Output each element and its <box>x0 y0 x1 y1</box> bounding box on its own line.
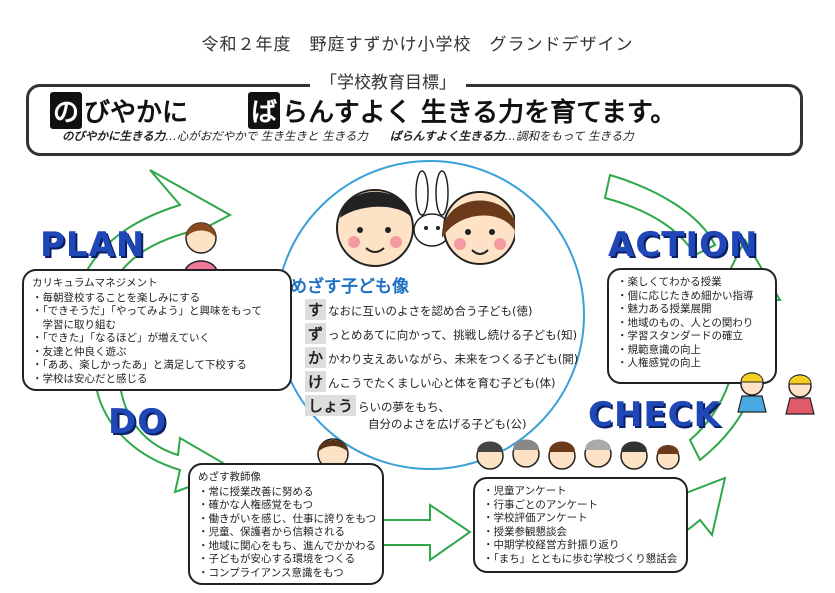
action-item: ・人権感覚の向上 <box>617 357 701 369</box>
child-goal-3-text: かわり支えあいながら、未来をつくる子ども(開) <box>328 352 579 366</box>
child-goal-5: しょうらいの夢をもち、 <box>305 395 450 416</box>
child-goal-4: けんこうでたくましい心と体を育む子ども(体) <box>305 371 556 392</box>
goal-mark-ba: ば <box>248 92 281 129</box>
plan-item: ・「ああ、楽しかったあ」と満足して下校する <box>32 359 247 371</box>
do-item: ・児童、保護者から信頼される <box>198 526 345 538</box>
arrow-top-right <box>603 173 717 257</box>
plan-item: ・「できそうだ」「やってみよう」と興味をもって <box>32 305 262 317</box>
do-item: ・常に授業改善に努める <box>198 485 314 498</box>
stage-do: DO <box>108 402 168 442</box>
arrow-bottom <box>379 503 472 562</box>
center-circle <box>275 160 585 470</box>
goal-text-2: らんすよく 生きる力を育てます。 <box>282 98 677 128</box>
do-item: ・確かな人権感覚をもつ <box>198 499 314 511</box>
check-item: ・行事ごとのアンケート <box>483 498 598 511</box>
do-item: ・働きがいを感じ、仕事に誇りをもつ <box>198 512 377 525</box>
action-item: ・楽しくてわかる授業 <box>617 276 722 288</box>
action-panel: ・楽しくてわかる授業 ・個に応じたきめ細かい指導 ・魅力ある授業展開 ・地域のも… <box>607 268 777 384</box>
do-heading: めざす教師像 <box>198 471 261 483</box>
community-people-illustration <box>476 439 680 470</box>
action-item: ・地域のもの、人との関わり <box>617 316 754 329</box>
check-item: ・授業参観懇談会 <box>483 525 567 538</box>
goal-subtitle: のびやかに生きる力…心がおだやかで 生き生きと 生きる力 ばらんすよく生きる力…… <box>62 128 634 144</box>
check-item: ・「まち」とともに歩む学校づくり懇話会 <box>483 552 678 565</box>
child-goal-2: ずっとめあてに向かって、挑戦し続ける子ども(知) <box>305 323 577 344</box>
child-goal-1-kana: す <box>305 299 327 320</box>
plan-panel: カリキュラムマネジメント ・毎朝登校することを楽しみにする ・「できそうだ」「や… <box>22 269 292 391</box>
plan-item: ・友達と仲良く遊ぶ <box>32 345 127 358</box>
goal-sub1-bold: のびやかに生きる力 <box>62 129 166 143</box>
goal-mark-no: の <box>50 92 83 129</box>
plan-item: 学習に取り組む <box>32 318 116 331</box>
check-item: ・児童アンケート <box>483 485 567 497</box>
do-item: ・地域に関心をもち、進んでかかわる <box>198 539 376 552</box>
school-goal: のびやかに ばらんすよく 生きる力を育てます。 <box>50 92 676 129</box>
child-goal-4-text: んこうでたくましい心と体を育む子ども(体) <box>328 376 556 390</box>
child-goal-3-kana: か <box>305 347 327 368</box>
center-title: めざす子ども像 <box>290 277 409 297</box>
action-item: ・魅力ある授業展開 <box>617 303 712 315</box>
child-goal-3: かかわり支えあいながら、未来をつくる子ども(開) <box>305 347 578 368</box>
page-title: 令和２年度 野庭すずかけ小学校 グランドデザイン <box>201 35 634 55</box>
goal-text-1: びやかに <box>84 98 189 128</box>
action-item: ・学習スタンダードの確立 <box>617 330 743 342</box>
plan-heading: カリキュラムマネジメント <box>32 277 158 289</box>
plan-item: ・毎朝登校することを楽しみにする <box>32 291 201 304</box>
goal-label: 「学校教育目標」 <box>310 68 466 93</box>
child-goal-1: すなおに互いのよさを認め合う子ども(徳) <box>305 299 533 320</box>
child-goal-5-kana: しょう <box>305 395 357 416</box>
check-item: ・中期学校経営方針振り返り <box>483 539 620 551</box>
child-goal-1-text: なおに互いのよさを認め合う子ども(徳) <box>328 304 533 318</box>
child-goal-2-kana: ず <box>305 323 327 344</box>
goal-sub1-light: …心がおだやかで 生き生きと 生きる力 <box>165 129 368 143</box>
stage-check: CHECK <box>588 395 721 435</box>
teacher-woman-illustration <box>183 222 219 276</box>
goal-sub2-light: …調和をもって 生きる力 <box>504 129 634 143</box>
action-item: ・個に応じたきめ細かい指導 <box>617 289 754 302</box>
action-item: ・規範意識の向上 <box>617 343 701 356</box>
do-item: ・子どもが安心する環境をつくる <box>198 553 356 565</box>
goal-sub2-bold: ばらんすよく生きる力 <box>389 129 505 143</box>
check-item: ・学校評価アンケート <box>483 512 588 524</box>
do-panel: めざす教師像 ・常に授業改善に努める ・確かな人権感覚をもつ ・働きがいを感じ、… <box>188 463 384 585</box>
child-goal-5b: 自分のよさを広げる子ども(公) <box>368 417 527 431</box>
running-children-illustration <box>737 372 815 415</box>
child-goal-4-kana: け <box>305 371 327 392</box>
do-item: ・コンプライアンス意識をもつ <box>198 566 344 579</box>
plan-item: ・「できた」「なるほど」が増えていく <box>32 332 210 344</box>
stage-action: ACTION <box>608 225 759 265</box>
child-goal-5-text: らいの夢をもち、 <box>358 400 451 414</box>
child-goal-2-text: っとめあてに向かって、挑戦し続ける子ども(知) <box>328 328 578 342</box>
children-illustration <box>336 170 515 267</box>
plan-item: ・学校は安心だと感じる <box>32 372 148 385</box>
check-panel: ・児童アンケート ・行事ごとのアンケート ・学校評価アンケート ・授業参観懇談会… <box>473 477 688 573</box>
stage-plan: PLAN <box>40 225 146 265</box>
